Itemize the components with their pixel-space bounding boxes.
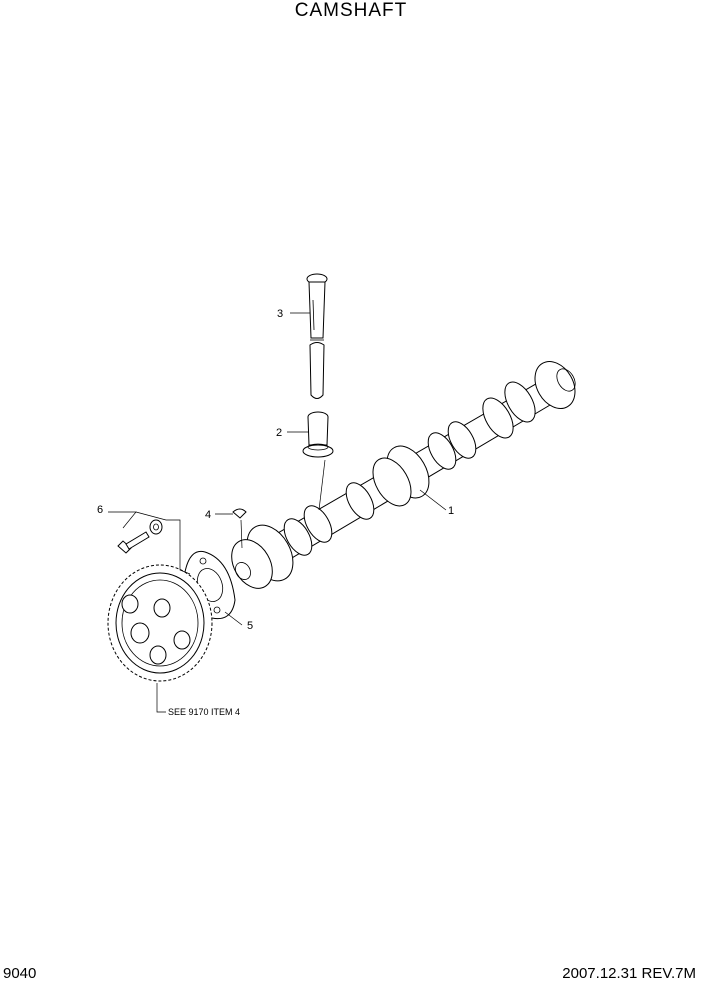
- callout-1: 1: [448, 505, 454, 517]
- callout-2: 2: [276, 427, 282, 439]
- reference-note: SEE 9170 ITEM 4: [168, 707, 240, 717]
- revision-date: 2007.12.31 REV.7M: [562, 965, 696, 982]
- bolt-washer-part: [117, 519, 163, 554]
- camshaft-part: [231, 361, 576, 589]
- callout-5: 5: [247, 620, 253, 632]
- page-title: CAMSHAFT: [294, 0, 408, 21]
- callout-6: 6: [97, 504, 103, 516]
- woodruff-key-part: [232, 508, 247, 519]
- page-number: 9040: [3, 965, 37, 982]
- callout-4: 4: [205, 509, 211, 521]
- tappet-part: [302, 411, 334, 458]
- camshaft-gear-part: [107, 564, 213, 682]
- callout-3: 3: [277, 308, 283, 320]
- leader-lines: [108, 312, 447, 713]
- push-rod-part: [306, 273, 328, 399]
